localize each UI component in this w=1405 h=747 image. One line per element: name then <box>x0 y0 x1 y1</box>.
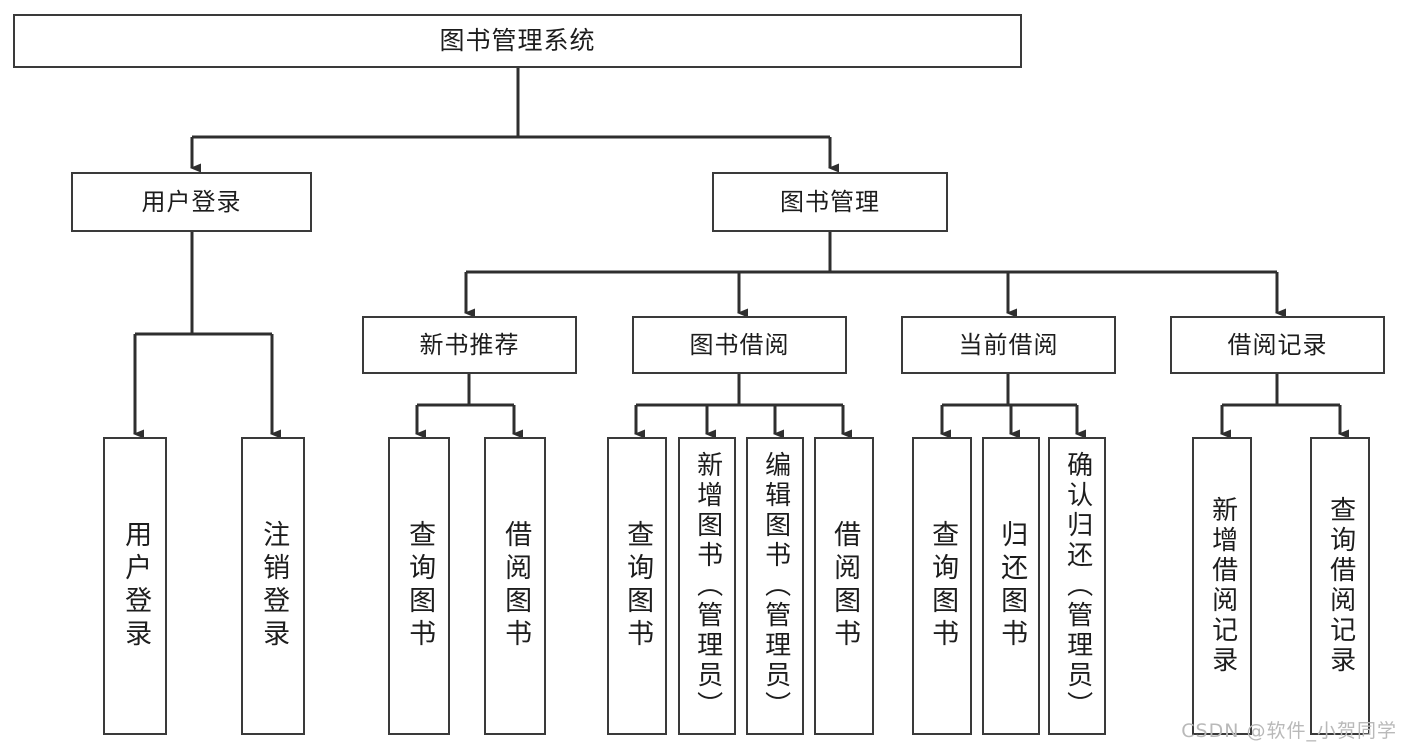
leaf-borrow-book-2[interactable]: 借阅图书 <box>814 437 874 735</box>
node-label: 借阅图书 <box>829 520 861 652</box>
leaf-borrow-book-1[interactable]: 借阅图书 <box>484 437 546 735</box>
node-borrow-record[interactable]: 借阅记录 <box>1170 316 1385 374</box>
node-label: 新书推荐 <box>419 330 520 359</box>
node-label: 确认归还（管理员） <box>1062 451 1093 721</box>
leaf-query-borrow-record[interactable]: 查询借阅记录 <box>1310 437 1370 735</box>
node-label: 编辑图书（管理员） <box>760 451 791 721</box>
node-label: 查询图书 <box>622 520 654 652</box>
node-label: 归还图书 <box>996 520 1028 652</box>
leaf-confirm-return-admin[interactable]: 确认归还（管理员） <box>1048 437 1106 735</box>
node-label: 查询图书 <box>927 520 959 652</box>
leaf-query-book-2[interactable]: 查询图书 <box>607 437 667 735</box>
node-label: 图书管理系统 <box>439 26 596 55</box>
leaf-return-book[interactable]: 归还图书 <box>982 437 1040 735</box>
leaf-add-book-admin[interactable]: 新增图书（管理员） <box>678 437 736 735</box>
node-label: 当前借阅 <box>958 330 1059 359</box>
leaf-edit-book-admin[interactable]: 编辑图书（管理员） <box>746 437 804 735</box>
leaf-query-book-1[interactable]: 查询图书 <box>388 437 450 735</box>
node-user-login[interactable]: 用户登录 <box>71 172 312 232</box>
node-label: 图书借阅 <box>689 330 790 359</box>
node-label: 用户登录 <box>141 187 242 216</box>
node-current-borrow[interactable]: 当前借阅 <box>901 316 1116 374</box>
node-new-book-recommend[interactable]: 新书推荐 <box>362 316 577 374</box>
node-label: 新增图书（管理员） <box>692 451 723 721</box>
node-label: 查询图书 <box>404 520 436 652</box>
leaf-query-book-3[interactable]: 查询图书 <box>912 437 972 735</box>
leaf-add-borrow-record[interactable]: 新增借阅记录 <box>1192 437 1252 735</box>
node-label: 图书管理 <box>780 187 880 216</box>
node-label: 借阅图书 <box>500 520 532 652</box>
node-label: 注销登录 <box>258 520 290 652</box>
node-label: 借阅记录 <box>1227 330 1328 359</box>
node-label: 新增借阅记录 <box>1207 496 1238 676</box>
node-label: 查询借阅记录 <box>1325 496 1356 676</box>
node-book-borrow[interactable]: 图书借阅 <box>632 316 847 374</box>
leaf-user-login[interactable]: 用户登录 <box>103 437 167 735</box>
node-label: 用户登录 <box>120 520 152 652</box>
node-root-book-management-system[interactable]: 图书管理系统 <box>13 14 1022 68</box>
leaf-logout-login[interactable]: 注销登录 <box>241 437 305 735</box>
node-book-management[interactable]: 图书管理 <box>712 172 948 232</box>
